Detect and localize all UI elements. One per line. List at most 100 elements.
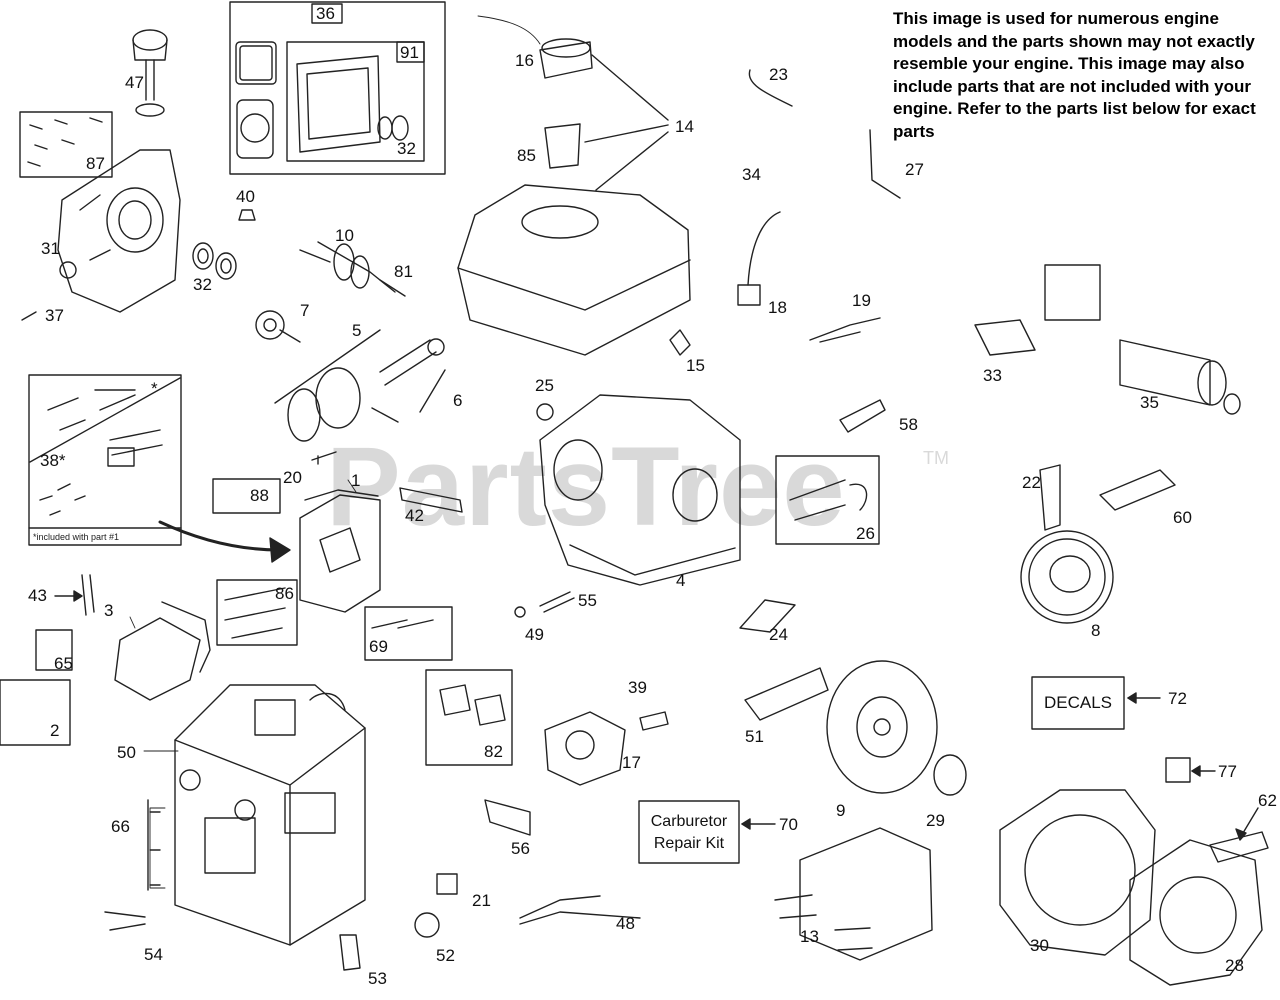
part-label-69: 69 bbox=[369, 637, 388, 656]
part-label-16: 16 bbox=[515, 51, 534, 70]
watermark-trademark: TM bbox=[923, 448, 949, 468]
bracket-42 bbox=[400, 488, 462, 512]
fuel-hose bbox=[749, 70, 792, 106]
part-58 bbox=[840, 400, 885, 432]
part-label-25: 25 bbox=[535, 376, 554, 395]
bracket-33 bbox=[975, 320, 1035, 355]
part-label-31: 31 bbox=[41, 239, 60, 258]
kit-footnote: *included with part #1 bbox=[33, 532, 120, 542]
part-label-15: 15 bbox=[686, 356, 705, 375]
part-label-34: 34 bbox=[742, 165, 761, 184]
part-label-65: 65 bbox=[54, 654, 73, 673]
part-label-72: 72 bbox=[1168, 689, 1187, 708]
part-label-81: 81 bbox=[394, 262, 413, 281]
part-label-32b: 32 bbox=[193, 275, 212, 294]
wire-harness bbox=[520, 896, 640, 924]
part-label-1: 1 bbox=[351, 471, 361, 490]
part-label-49: 49 bbox=[525, 625, 544, 644]
fuel-cap bbox=[540, 39, 592, 78]
carb-kit-box bbox=[639, 801, 739, 863]
screw-kit-87 bbox=[20, 112, 112, 177]
bolt-kit-88 bbox=[213, 479, 280, 513]
part-label-20: 20 bbox=[283, 468, 302, 487]
disclaimer-notice: This image is used for numerous engine m… bbox=[893, 9, 1256, 141]
part-label-29: 29 bbox=[926, 811, 945, 830]
choke-rod bbox=[870, 130, 900, 198]
part-label-47: 47 bbox=[125, 73, 144, 92]
part-label-48: 48 bbox=[616, 914, 635, 933]
gasket-kit-box bbox=[230, 2, 445, 174]
piston-and-rod bbox=[275, 330, 445, 441]
cam-gear bbox=[256, 311, 300, 342]
part-label-39: 39 bbox=[628, 678, 647, 697]
part-label-19: 19 bbox=[852, 291, 871, 310]
part-label-8: 8 bbox=[1091, 621, 1101, 640]
arrow-70-head bbox=[742, 819, 750, 829]
part-label-36: 36 bbox=[316, 4, 335, 23]
part-label-87: 87 bbox=[86, 154, 105, 173]
valve-cover bbox=[115, 602, 210, 700]
part-label-24: 24 bbox=[769, 625, 788, 644]
fan-housing bbox=[1000, 790, 1155, 955]
part-22 bbox=[1040, 465, 1060, 530]
watermark: PartsTree bbox=[326, 424, 846, 549]
pointer-14a bbox=[592, 55, 668, 120]
switch-52 bbox=[415, 913, 439, 937]
part-label-4: 4 bbox=[676, 571, 686, 590]
charging-coil bbox=[1100, 470, 1175, 510]
switch-21 bbox=[437, 874, 457, 894]
fuel-strainer bbox=[545, 124, 580, 168]
part-label-50: 50 bbox=[117, 743, 136, 762]
part-label-37: 37 bbox=[45, 306, 64, 325]
part-label-26: 26 bbox=[856, 524, 875, 543]
part-label-54: 54 bbox=[144, 945, 163, 964]
part-label-32a: 32 bbox=[397, 139, 416, 158]
part-label-21: 21 bbox=[472, 891, 491, 910]
decals-box bbox=[1032, 677, 1124, 729]
flywheel bbox=[827, 661, 937, 793]
shroud-51 bbox=[745, 668, 828, 720]
part-label-91: 91 bbox=[400, 43, 419, 62]
part-label-62: 62 bbox=[1258, 791, 1277, 810]
linkage-box-26 bbox=[776, 456, 879, 544]
kit-pointer-arrow bbox=[160, 522, 280, 550]
wire-19 bbox=[810, 318, 880, 342]
part-label-86: 86 bbox=[275, 584, 294, 603]
part-label-82: 82 bbox=[484, 742, 503, 761]
part-label-58: 58 bbox=[899, 415, 918, 434]
decal-77 bbox=[1166, 758, 1190, 782]
part-label-56: 56 bbox=[511, 839, 530, 858]
engine-enclosure bbox=[175, 685, 365, 945]
fuel-valve bbox=[670, 330, 690, 355]
part-label-2: 2 bbox=[50, 721, 60, 740]
bracket-56 bbox=[485, 800, 530, 835]
starter-cup bbox=[934, 755, 966, 795]
part-label-3: 3 bbox=[104, 601, 114, 620]
nut-49 bbox=[515, 607, 525, 617]
part-label-17: 17 bbox=[622, 753, 641, 772]
ignition-wire bbox=[748, 212, 780, 285]
carb-kit-label-line2: Repair Kit bbox=[653, 835, 725, 852]
bolt-kit-86 bbox=[217, 580, 297, 645]
decals-label: DECALS bbox=[1043, 693, 1113, 712]
screws-66 bbox=[148, 800, 160, 890]
part-label-35: 35 bbox=[1140, 393, 1159, 412]
part-label-10: 10 bbox=[335, 226, 354, 245]
part-label-30: 30 bbox=[1030, 936, 1049, 955]
pointer-14c bbox=[596, 132, 668, 190]
carburetor bbox=[545, 712, 625, 785]
crankcase-cover bbox=[22, 150, 180, 320]
part-label-9: 9 bbox=[836, 801, 846, 820]
part-label-55: 55 bbox=[578, 591, 597, 610]
part-label-28: 28 bbox=[1225, 956, 1244, 975]
starter-handle bbox=[1210, 832, 1268, 862]
part-label-42: 42 bbox=[405, 506, 424, 525]
part-label-85: 85 bbox=[517, 146, 536, 165]
muffler bbox=[775, 828, 932, 960]
fuel-tank bbox=[458, 185, 690, 355]
part-label-5: 5 bbox=[352, 321, 362, 340]
part-label-52: 52 bbox=[436, 946, 455, 965]
valve-cover-kit-2 bbox=[0, 680, 70, 745]
bolt-kit-69 bbox=[365, 607, 452, 660]
